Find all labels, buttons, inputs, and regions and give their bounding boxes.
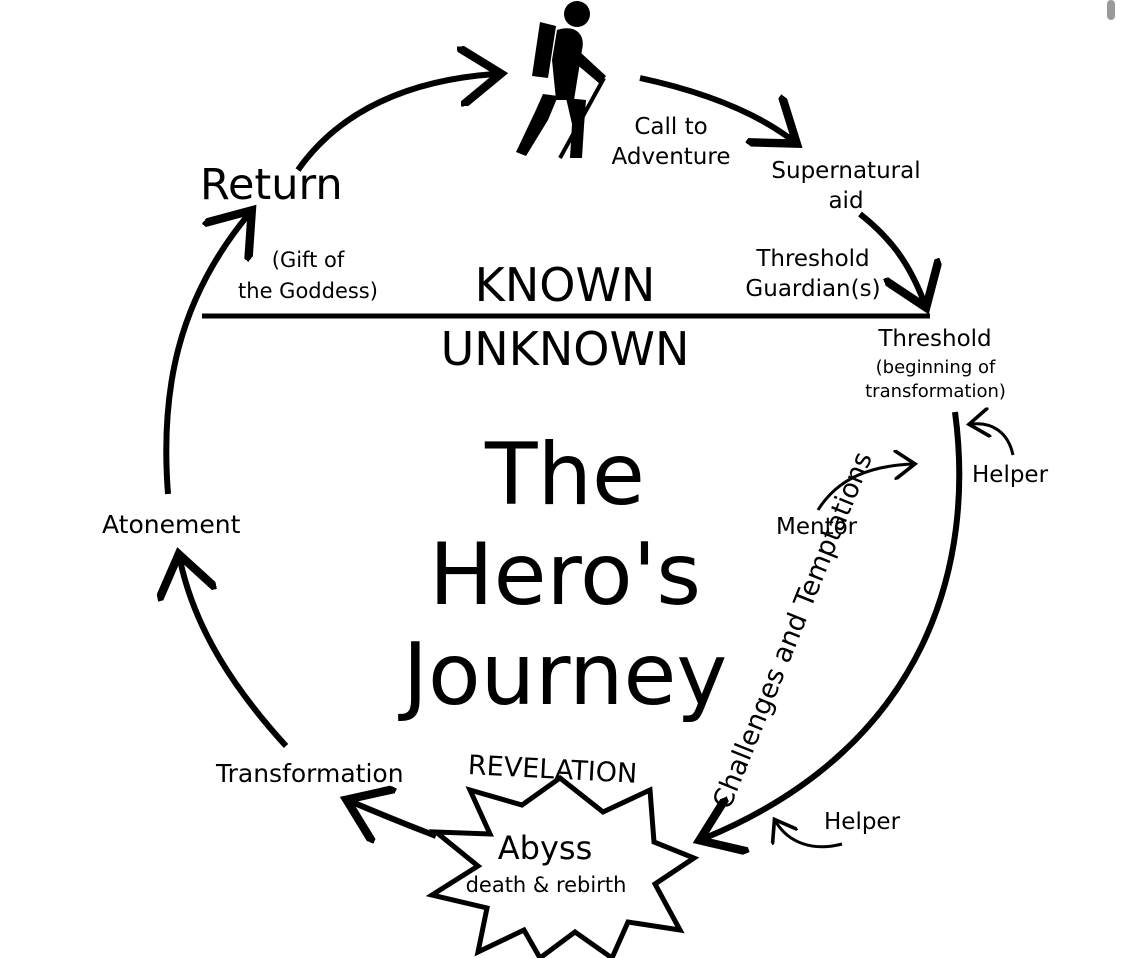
title-line-1: The xyxy=(485,425,645,525)
hiker-icon xyxy=(516,1,606,159)
threshold-label: Threshold xyxy=(878,326,992,352)
scrollbar-thumb[interactable] xyxy=(1107,0,1115,20)
diagram-title: The Hero's Journey xyxy=(340,425,790,725)
arrow-call-to-aid xyxy=(639,75,792,140)
known-label: KNOWN xyxy=(474,258,656,312)
atonement-label: Atonement xyxy=(102,510,241,539)
abyss-sublabel: death & rebirth xyxy=(465,873,627,897)
arrow-atonement-to-return xyxy=(163,215,248,495)
gift-of-goddess-label: (Gift of the Goddess) xyxy=(238,248,378,303)
threshold-note: (beginning of transformation) xyxy=(865,357,1006,402)
call-to-adventure-label: Call to Adventure xyxy=(611,114,731,170)
arrow-helper-bottom xyxy=(776,822,843,849)
title-line-2: Hero's xyxy=(428,525,702,625)
arrow-helper-top xyxy=(972,424,1015,456)
arc-challenges xyxy=(705,411,963,838)
title-line-3: Journey xyxy=(402,625,728,725)
mentor-label: Mentor xyxy=(776,514,858,540)
transformation-label: Transformation xyxy=(216,759,404,788)
abyss-label: Abyss xyxy=(497,829,593,867)
return-label: Return xyxy=(200,160,343,210)
arrow-return-to-top xyxy=(295,74,495,172)
threshold-guardians-label: Threshold Guardian(s) xyxy=(745,246,881,302)
helper-bottom-label: Helper xyxy=(824,809,901,835)
unknown-label: UNKNOWN xyxy=(440,322,690,376)
arrow-abyss-to-transformation xyxy=(352,802,438,836)
helper-top-label: Helper xyxy=(972,462,1049,488)
arrow-transformation-to-atonement xyxy=(180,560,289,749)
arrow-aid-to-threshold xyxy=(858,211,924,302)
supernatural-aid-label: Supernatural aid xyxy=(771,158,921,214)
abyss-starburst xyxy=(425,774,700,958)
arrow-mentor xyxy=(816,464,912,511)
